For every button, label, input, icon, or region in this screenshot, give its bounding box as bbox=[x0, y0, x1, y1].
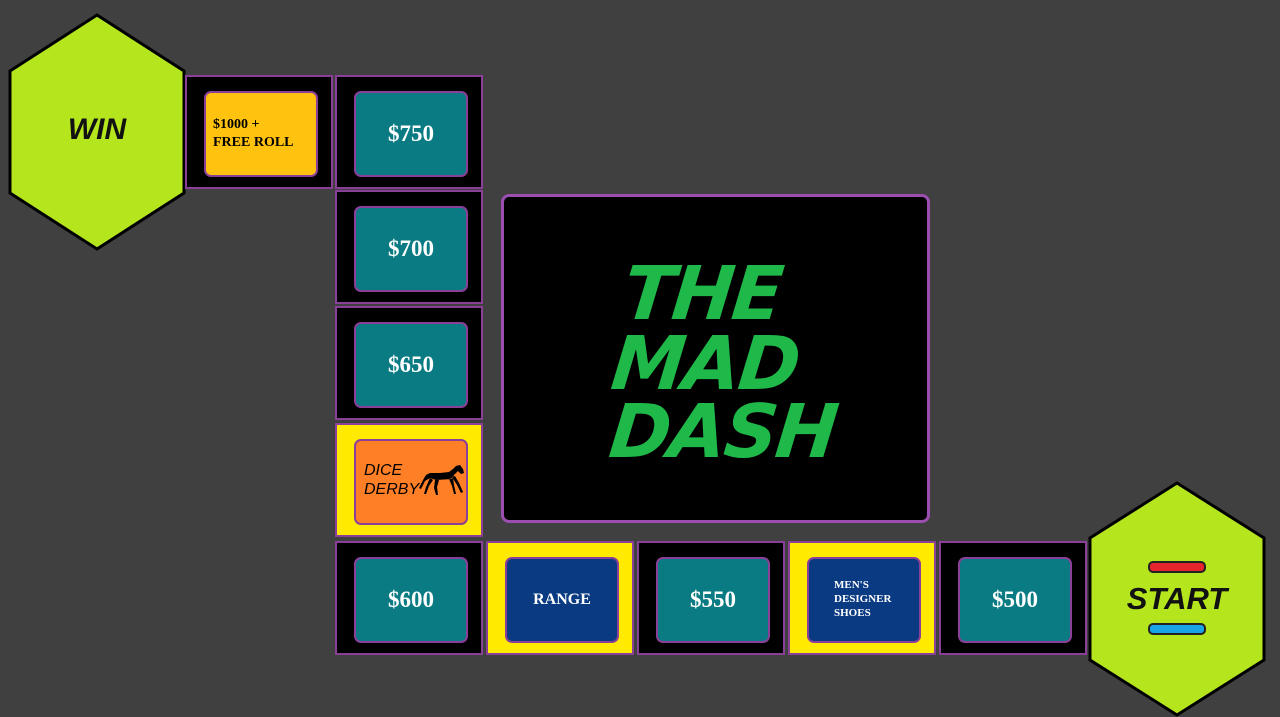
win-hexagon[interactable]: WIN bbox=[7, 13, 187, 251]
space-600[interactable]: $600 bbox=[335, 541, 483, 655]
start-hexagon-shape bbox=[1088, 481, 1266, 717]
space-dice-derby[interactable]: DICE DERBY bbox=[335, 423, 483, 537]
space-500[interactable]: $500 bbox=[939, 541, 1087, 655]
space-550[interactable]: $550 bbox=[637, 541, 785, 655]
dice-derby-line-1: DICE bbox=[364, 462, 403, 479]
win-hexagon-shape bbox=[8, 13, 186, 251]
space-bonus-free-roll[interactable]: $1000 + FREE ROLL bbox=[185, 75, 333, 189]
space-750[interactable]: $750 bbox=[335, 75, 483, 189]
space-range[interactable]: RANGE bbox=[486, 541, 634, 655]
start-label: START bbox=[1126, 581, 1228, 616]
dice-derby-tile: DICE DERBY bbox=[354, 439, 468, 525]
blue-token-icon[interactable] bbox=[1148, 623, 1206, 635]
win-label: WIN bbox=[67, 113, 127, 146]
red-token-icon[interactable] bbox=[1148, 561, 1206, 573]
space-700-tile: $700 bbox=[354, 206, 468, 292]
space-650-tile: $650 bbox=[354, 322, 468, 408]
logo-line-dash: DASH bbox=[605, 389, 841, 475]
space-650[interactable]: $650 bbox=[335, 306, 483, 420]
space-550-tile: $550 bbox=[656, 557, 770, 643]
range-tile: RANGE bbox=[505, 557, 619, 643]
space-600-tile: $600 bbox=[354, 557, 468, 643]
dice-derby-line-2: DERBY bbox=[364, 481, 420, 499]
start-hexagon[interactable]: START bbox=[1087, 481, 1267, 717]
game-logo-panel: THE MAD DASH bbox=[501, 194, 930, 523]
bonus-tile: $1000 + FREE ROLL bbox=[204, 91, 318, 177]
space-700[interactable]: $700 bbox=[335, 190, 483, 304]
space-mens-designer-shoes[interactable]: MEN'S DESIGNER SHOES bbox=[788, 541, 936, 655]
bonus-line-2: FREE ROLL bbox=[213, 135, 294, 150]
bonus-line-1: $1000 + bbox=[213, 116, 260, 132]
horse-icon bbox=[419, 465, 464, 495]
logo-line-the: THE bbox=[619, 251, 786, 337]
mens-shoes-label: MEN'S DESIGNER SHOES bbox=[834, 579, 892, 619]
space-750-tile: $750 bbox=[354, 91, 468, 177]
mens-shoes-tile: MEN'S DESIGNER SHOES bbox=[807, 557, 921, 643]
space-500-tile: $500 bbox=[958, 557, 1072, 643]
